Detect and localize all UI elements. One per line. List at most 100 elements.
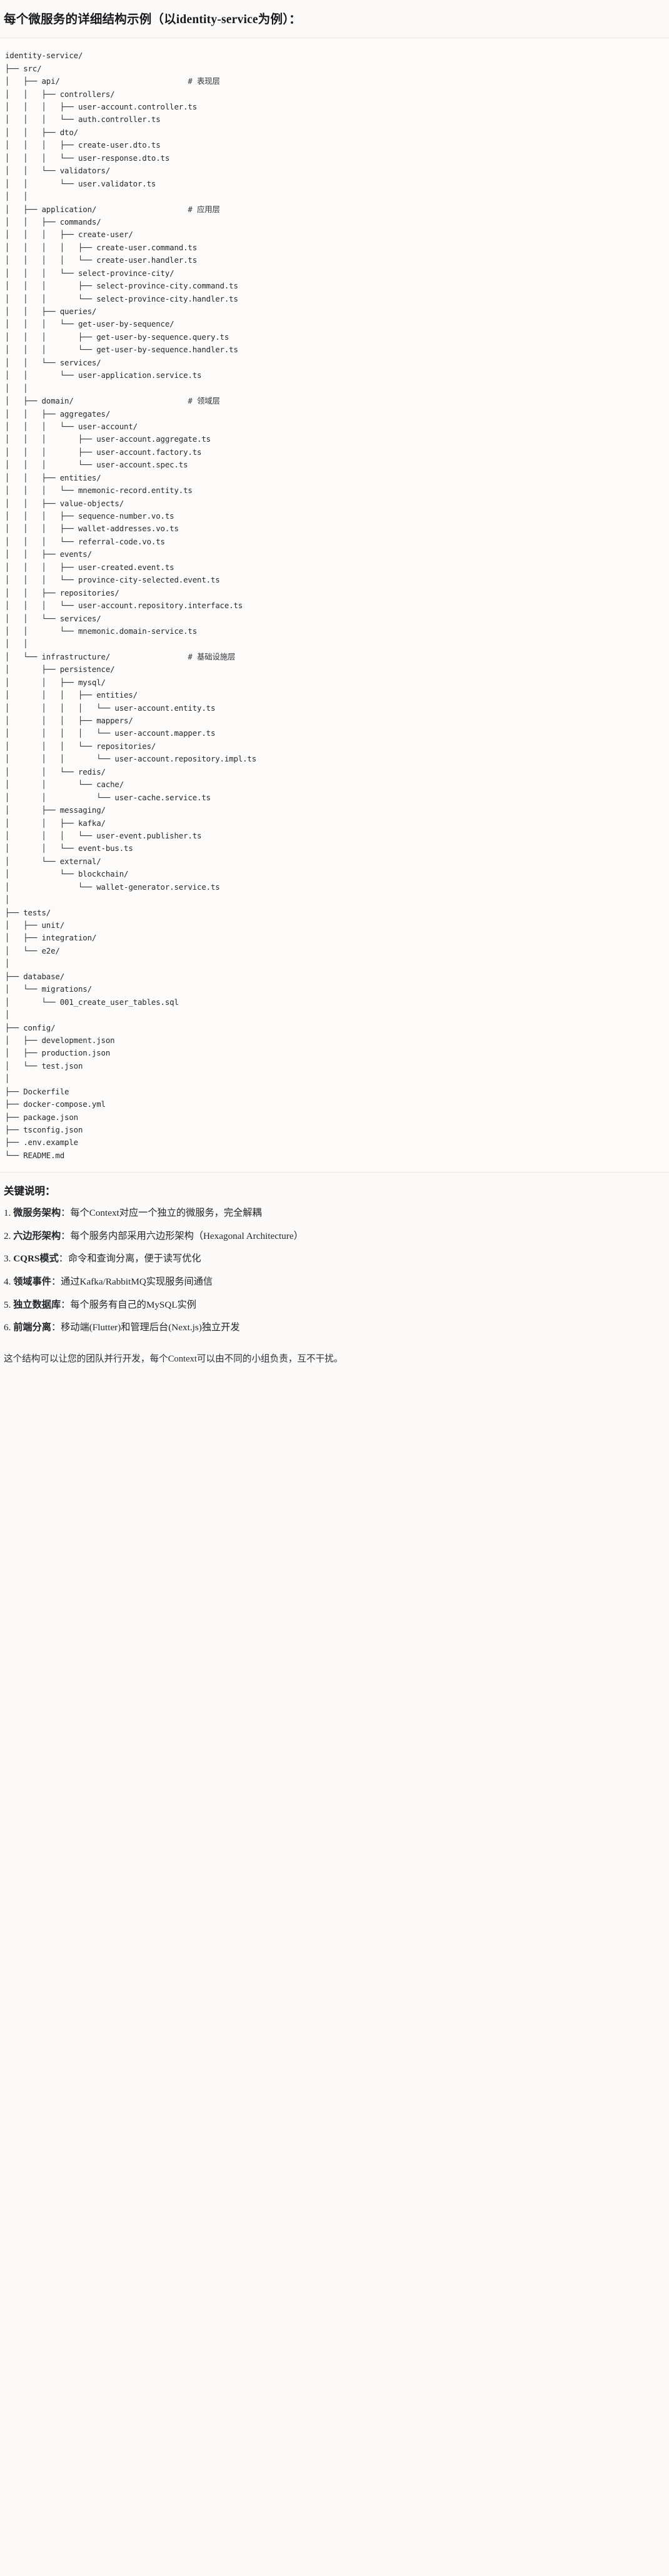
tree-line: │ ├── unit/ (5, 920, 65, 930)
tree-line: │ ├── application/ # 应用层 (5, 203, 664, 216)
tree-line: │ │ └── user-application.service.ts (5, 370, 202, 380)
key-note-number: 6. (4, 1322, 14, 1333)
key-note-description: 通过Kafka/RabbitMQ实现服务间通信 (61, 1276, 213, 1287)
key-note-separator: ： (61, 1299, 71, 1310)
key-note-number: 5. (4, 1299, 14, 1310)
page-title: 每个微服务的详细结构示例（以identity-service为例）： (4, 13, 301, 26)
key-note-term: 领域事件 (13, 1276, 51, 1287)
tree-line: │ │ │ └── province-city-selected.event.t… (5, 575, 220, 585)
tree-spacer-line: │ (5, 959, 10, 969)
tree-line: │ ├── messaging/ (5, 805, 106, 815)
tree-line: │ │ ├── dto/ (5, 127, 78, 137)
tree-line: ├── config/ (5, 1022, 56, 1032)
tree-spacer-line: │ (5, 895, 10, 905)
tree-line: │ │ │ │ └── user-account.entity.ts (5, 703, 216, 713)
key-note-separator: ： (51, 1276, 61, 1287)
tree-line: │ └── 001_create_user_tables.sql (5, 997, 179, 1007)
tree-line: │ │ │ └── referral-code.vo.ts (5, 536, 165, 546)
tree-line: │ │ │ └── auth.controller.ts (5, 115, 161, 125)
tree-line: ├── docker-compose.yml (5, 1099, 106, 1109)
tree-node-path: │ ├── api/ (5, 76, 188, 86)
tree-line: │ │ └── event-bus.ts (5, 843, 133, 853)
tree-layer-comment: # 应用层 (188, 204, 220, 214)
tree-line: │ │ │ ├── create-user/ (5, 230, 133, 240)
tree-line: │ │ (5, 639, 28, 649)
key-note-description: 每个Context对应一个独立的微服务，完全解耦 (70, 1208, 262, 1219)
key-note-separator: ： (51, 1322, 61, 1333)
tree-line: │ ├── api/ # 表现层 (5, 75, 664, 88)
key-note-number: 3. (4, 1253, 14, 1265)
tree-divider (0, 1172, 669, 1173)
key-note-term: 前端分离 (13, 1322, 51, 1333)
tree-line: │ │ └── user-cache.service.ts (5, 792, 211, 802)
key-note-term: CQRS模式 (13, 1253, 59, 1265)
tree-line: │ │ │ ├── user-account.controller.ts (5, 102, 198, 111)
tree-line: │ │ │ └── select-province-city/ (5, 268, 174, 278)
tree-line: ├── package.json (5, 1112, 78, 1122)
tree-line: │ └── external/ (5, 856, 101, 866)
tree-node-path: │ └── infrastructure/ (5, 651, 188, 661)
tree-line: │ └── blockchain/ (5, 869, 129, 879)
key-note-number: 4. (4, 1276, 14, 1287)
tree-line: │ │ │ ├── mappers/ (5, 716, 133, 725)
tree-spacer-line: │ (5, 1010, 10, 1020)
tree-line: │ │ └── mnemonic.domain-service.ts (5, 626, 198, 636)
key-notes-section: 关键说明： 1. 微服务架构：每个Context对应一个独立的微服务，完全解耦 2… (0, 1173, 669, 1345)
tree-node-path: │ ├── domain/ (5, 396, 188, 406)
tree-layer-comment: # 领域层 (188, 396, 220, 406)
tree-line: │ │ │ ├── create-user.dto.ts (5, 140, 161, 150)
tree-line: │ │ ├── value-objects/ (5, 498, 124, 508)
directory-tree: identity-service/ ├── src/ │ ├── api/ # 表现… (0, 49, 669, 1162)
key-note-term: 微服务架构 (13, 1208, 61, 1219)
key-note-description: 每个服务内部采用六边形架构（Hexagonal Architecture） (70, 1230, 303, 1241)
tree-line: identity-service/ (5, 51, 83, 61)
tree-line: │ │ ├── commands/ (5, 216, 101, 227)
tree-line: ├── .env.example (5, 1138, 78, 1148)
tree-line: ├── tests/ (5, 907, 51, 917)
tree-layer-comment: # 表现层 (188, 76, 220, 86)
tree-line: │ │ │ └── user-account.repository.impl.t… (5, 754, 257, 764)
tree-line: │ │ │ │ └── create-user.handler.ts (5, 255, 198, 265)
tree-line: │ │ │ └── user-account.spec.ts (5, 460, 188, 470)
key-note-item: 6. 前端分离：移动端(Flutter)和管理后台(Next.js)独立开发 (4, 1320, 655, 1335)
tree-line: │ │ ├── controllers/ (5, 89, 115, 99)
key-note-number: 2. (4, 1230, 14, 1241)
tree-line: │ │ │ └── select-province-city.handler.t… (5, 293, 238, 303)
tree-line: │ │ ├── kafka/ (5, 818, 106, 828)
tree-line: │ │ │ └── user-account/ (5, 421, 138, 431)
tree-line: │ │ └── cache/ (5, 780, 124, 790)
key-note-item: 1. 微服务架构：每个Context对应一个独立的微服务，完全解耦 (4, 1206, 655, 1221)
closing-paragraph: 这个结构可以让您的团队并行开发，每个Context可以由不同的小组负责，互不干扰… (4, 1353, 343, 1364)
tree-line: │ ├── domain/ # 领域层 (5, 395, 664, 407)
tree-line: │ │ (5, 191, 28, 201)
tree-line: ├── src/ (5, 63, 42, 73)
tree-line: │ │ │ ├── wallet-addresses.vo.ts (5, 524, 179, 534)
key-note-term: 独立数据库 (13, 1299, 61, 1310)
key-note-item: 2. 六边形架构：每个服务内部采用六边形架构（Hexagonal Archite… (4, 1229, 655, 1244)
tree-line: │ │ ├── aggregates/ (5, 409, 111, 419)
tree-line: │ ├── integration/ (5, 933, 97, 943)
key-note-item: 4. 领域事件：通过Kafka/RabbitMQ实现服务间通信 (4, 1275, 655, 1290)
tree-line: │ │ ├── repositories/ (5, 588, 119, 598)
tree-line: │ │ │ ├── select-province-city.command.t… (5, 281, 238, 291)
tree-line: │ │ └── services/ (5, 357, 101, 367)
tree-line: │ └── test.json (5, 1061, 83, 1071)
key-notes-heading: 关键说明： (4, 1185, 56, 1198)
tree-line: ├── Dockerfile (5, 1086, 69, 1096)
tree-line: │ │ ├── queries/ (5, 307, 97, 316)
tree-line: │ │ │ └── mnemonic-record.entity.ts (5, 486, 193, 496)
tree-line: │ │ ├── mysql/ (5, 677, 106, 687)
tree-layer-comment: # 基础设施层 (188, 651, 236, 661)
tree-line: │ └── infrastructure/ # 基础设施层 (5, 651, 664, 663)
tree-line: │ │ │ └── user-account.repository.interf… (5, 601, 243, 611)
tree-line: │ │ └── services/ (5, 613, 101, 623)
tree-line: │ │ │ └── user-event.publisher.ts (5, 830, 202, 840)
key-notes-list: 1. 微服务架构：每个Context对应一个独立的微服务，完全解耦 2. 六边形架… (4, 1206, 655, 1335)
key-note-description: 每个服务有自己的MySQL实例 (70, 1299, 196, 1310)
tree-line: │ │ ├── entities/ (5, 472, 101, 482)
tree-line: │ │ └── redis/ (5, 766, 106, 776)
tree-node-path: │ ├── application/ (5, 204, 188, 214)
tree-line: │ │ └── validators/ (5, 166, 111, 176)
tree-line: │ │ │ ├── entities/ (5, 690, 138, 700)
